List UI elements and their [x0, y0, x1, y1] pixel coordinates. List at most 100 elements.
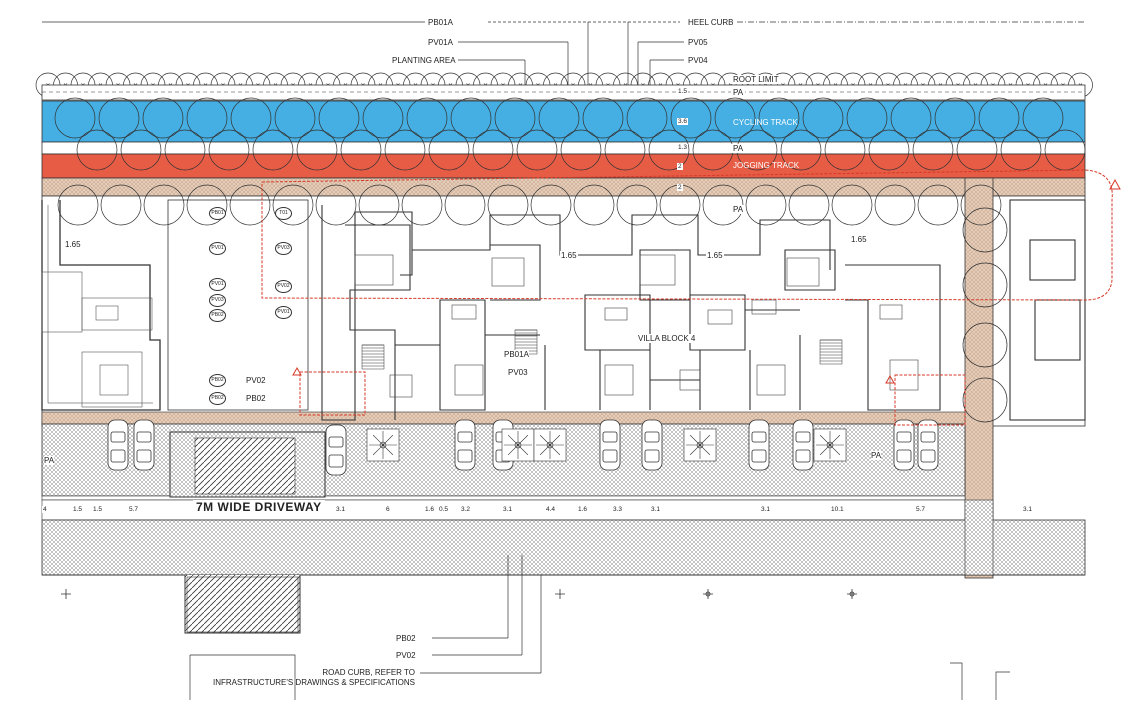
pa-strip-mid	[41, 141, 1086, 155]
stairs	[361, 329, 843, 370]
car-icon	[599, 419, 621, 471]
villa-block-4-furniture	[354, 254, 919, 398]
revision-triangles	[292, 178, 1121, 384]
tree-icon	[315, 184, 357, 226]
tree-icon	[582, 97, 646, 171]
tree-icon	[962, 377, 1008, 423]
label-pa-top: PA	[731, 88, 746, 97]
tree-icon	[874, 184, 916, 226]
driveway-dim-0: 4	[42, 506, 48, 513]
tree-icon	[230, 97, 294, 171]
car-icon	[893, 419, 915, 471]
tree-icon	[962, 207, 1008, 253]
dim-band-5: 2	[677, 184, 683, 191]
label-planting-area: PLANTING AREA	[392, 56, 456, 65]
villa-left-wall	[41, 200, 161, 411]
car-icon	[641, 419, 663, 471]
label-pa-bottom-left: PA	[44, 456, 55, 465]
car-icon	[748, 419, 770, 471]
driveway-dim-16: 5.7	[915, 506, 927, 513]
tag-left-3: PV03	[275, 242, 292, 255]
villa-left-rooms	[41, 271, 153, 408]
driveway-dim-4: 3.1	[335, 506, 347, 513]
planter-icon	[366, 428, 400, 462]
tag-left-9: PB02	[209, 374, 226, 387]
revision-clouds	[261, 169, 1113, 426]
driveway-dim-9: 3.1	[502, 506, 514, 513]
driveway-dim-15: 10.1	[830, 506, 845, 513]
tree-icon	[962, 262, 1008, 308]
tree-icon	[573, 184, 615, 226]
tree-icon	[401, 184, 443, 226]
garage-cars	[107, 419, 939, 476]
villa-right	[1009, 199, 1086, 421]
tree-icon	[616, 184, 658, 226]
label-pv04: PV04	[688, 56, 708, 65]
tag-left-6: PV03	[209, 294, 226, 307]
tree-icon	[626, 97, 690, 171]
car-icon	[792, 419, 814, 471]
car-icon	[133, 419, 155, 471]
tree-icon	[538, 97, 602, 171]
driveway-dim-7: 0.5	[438, 506, 450, 513]
tree-icon	[274, 97, 338, 171]
tag-left-0: PB01	[209, 207, 226, 220]
tree-icon	[362, 97, 426, 171]
driveway-surface	[41, 519, 1086, 576]
label-pv05: PV05	[688, 38, 708, 47]
tree-icon	[802, 97, 866, 171]
tree-icon	[831, 184, 873, 226]
tree-row-bands	[54, 97, 1086, 171]
tree-icon	[98, 97, 162, 171]
grid-markers	[61, 589, 857, 599]
label-pa-lower-right: PA	[871, 451, 882, 460]
planter-icon	[683, 428, 717, 462]
driveway-dim-14: 3.1	[760, 506, 772, 513]
label-pv02-bottom: PV02	[396, 651, 416, 660]
driveway-dim-12: 3.3	[612, 506, 624, 513]
driveway-dim-1: 1.5	[72, 506, 84, 513]
planter-icon	[533, 428, 567, 462]
driveway-dim-2: 1.5	[92, 506, 104, 513]
label-heel-curb: HEEL CURB	[688, 18, 734, 27]
label-pv03-mid: PV03	[508, 368, 528, 377]
tree-icon	[758, 97, 822, 171]
courtyard-left	[167, 199, 309, 411]
planter-icon	[501, 428, 535, 462]
tree-icon	[444, 184, 486, 226]
planters	[366, 428, 847, 462]
tree-icon	[358, 184, 400, 226]
dim-band-3: 1.3	[677, 144, 689, 151]
tree-icon	[318, 97, 382, 171]
tag-left-2: PV01	[209, 242, 226, 255]
planter-icon	[813, 428, 847, 462]
tree-icon	[143, 184, 185, 226]
label-villa-block-4: VILLA BLOCK 4	[638, 334, 696, 343]
tree-icon	[890, 97, 954, 171]
label-pa-mid: PA	[731, 144, 746, 153]
car-icon	[454, 419, 476, 471]
label-driveway: 7M WIDE DRIVEWAY	[193, 500, 325, 514]
tree-icon	[934, 97, 998, 171]
tree-icon	[54, 97, 118, 171]
driveway-dim-10: 4.4	[545, 506, 557, 513]
dim-165-c: 1.65	[706, 251, 724, 260]
root-limit-strip	[41, 84, 1086, 101]
driveway-dim-5: 6	[385, 506, 391, 513]
tree-icon	[229, 184, 271, 226]
tree-icon	[186, 97, 250, 171]
tree-icon	[745, 184, 787, 226]
tree-row-plan	[57, 184, 1008, 423]
dim-band-4: 2	[677, 163, 683, 170]
label-pb01a-top: PB01A	[428, 18, 453, 27]
dim-band-2: 3.6	[677, 118, 689, 125]
car-icon	[917, 419, 939, 471]
tree-icon	[142, 97, 206, 171]
jogging-track-band	[41, 153, 1086, 179]
dim-165-a: 1.65	[64, 240, 82, 249]
tag-left-8: PV01	[275, 306, 292, 319]
driveway-dim-6: 1.6	[424, 506, 436, 513]
tag-left-5: PV02	[275, 280, 292, 293]
dim-band-1: 1.5	[677, 88, 689, 95]
driveway-dim-3: 5.7	[128, 506, 140, 513]
